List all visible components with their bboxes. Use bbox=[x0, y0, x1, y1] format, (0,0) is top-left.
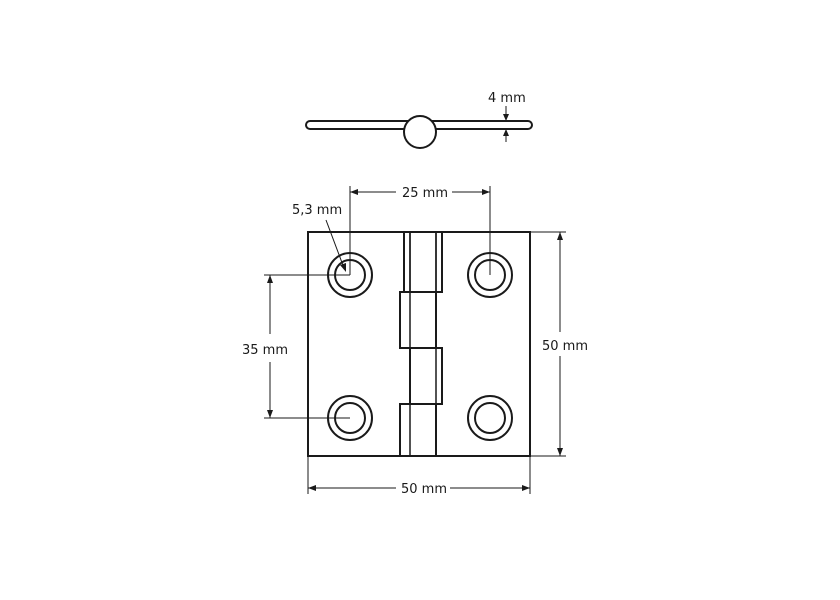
thickness-dimension: 4 mm bbox=[488, 91, 526, 142]
knuckle-segment-middle bbox=[409, 347, 443, 405]
screw-hole-bottom-right bbox=[467, 395, 513, 441]
hole-spacing-horizontal-dimension: 25 mm bbox=[349, 186, 491, 275]
hole-spacing-horizontal-label: 25 mm bbox=[402, 186, 448, 201]
knuckle-segment-lower bbox=[399, 403, 437, 457]
hole-diameter-label: 5,3 mm bbox=[292, 203, 342, 218]
overall-width-label: 50 mm bbox=[401, 482, 447, 497]
hinge-side-view bbox=[305, 115, 533, 149]
overall-height-dimension: 50 mm bbox=[530, 231, 588, 457]
side-view-knuckle bbox=[403, 115, 437, 149]
hole-spacing-vertical-label: 35 mm bbox=[242, 343, 288, 358]
overall-width-dimension: 50 mm bbox=[307, 456, 531, 497]
hole-spacing-vertical-dimension: 35 mm bbox=[242, 274, 350, 419]
overall-height-label: 50 mm bbox=[542, 339, 588, 354]
thickness-label: 4 mm bbox=[488, 91, 526, 106]
knuckle-segment-upper bbox=[399, 291, 437, 349]
hole-diameter-dimension: 5,3 mm bbox=[292, 203, 346, 272]
